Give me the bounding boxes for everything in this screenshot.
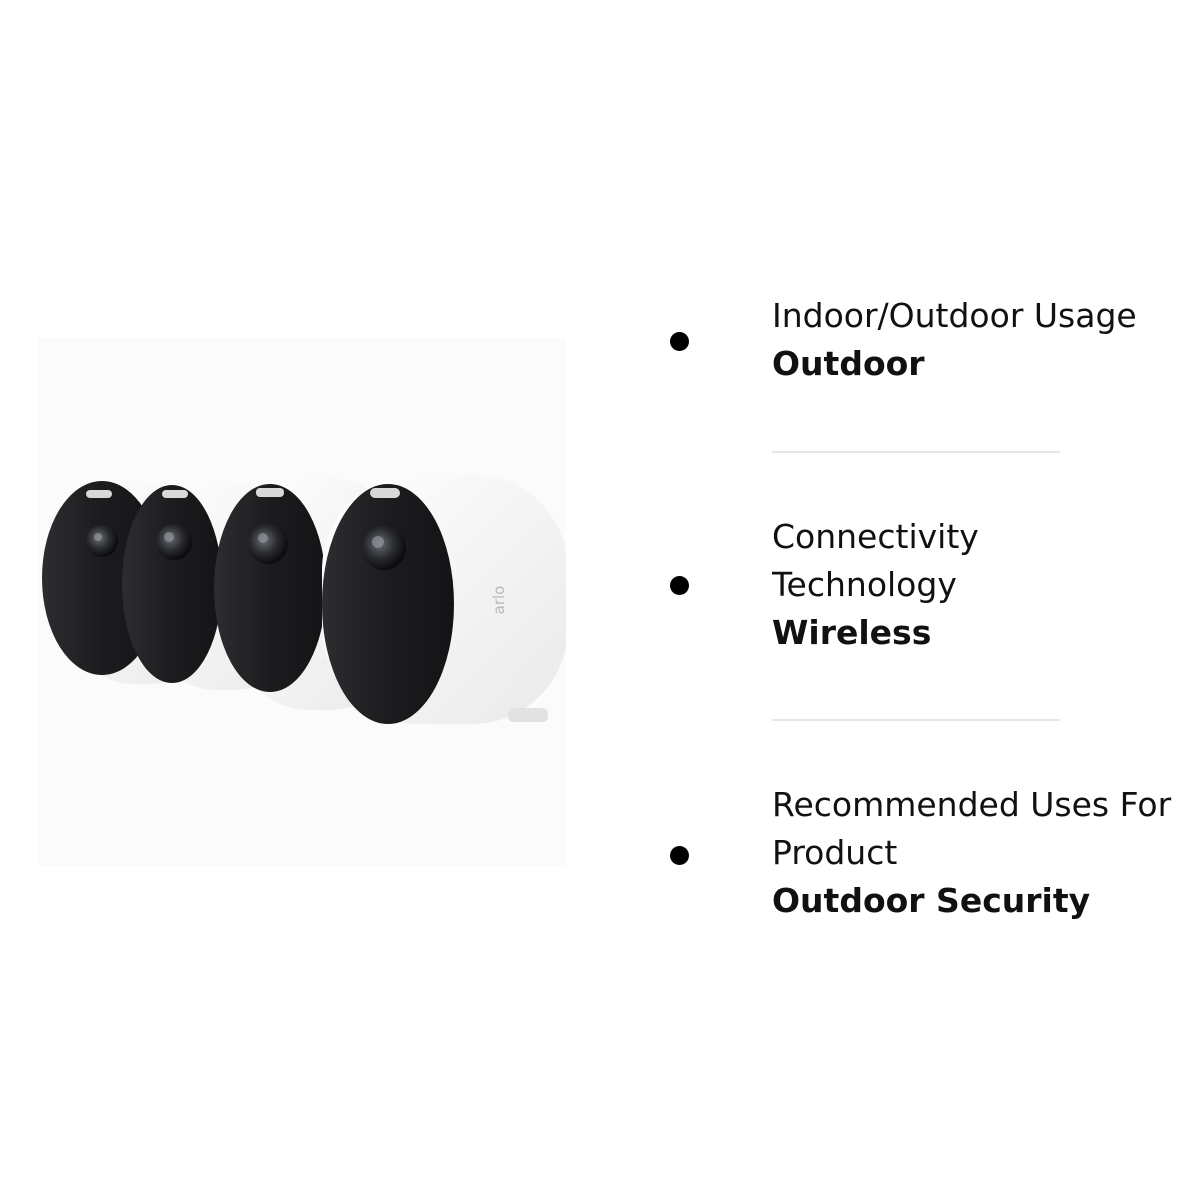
spec-item-connectivity: Connectivity Technology Wireless: [772, 513, 1012, 657]
spec-label: Connectivity Technology: [772, 517, 979, 604]
divider: [772, 451, 1060, 453]
spec-value: Outdoor Security: [772, 881, 1091, 920]
bullet-icon: [670, 846, 689, 865]
spec-label: Indoor/Outdoor Usage: [772, 296, 1137, 335]
spec-item-usage: Indoor/Outdoor Usage Outdoor: [772, 292, 1192, 388]
product-image: arlo: [38, 338, 566, 866]
brand-logo: arlo: [490, 586, 508, 615]
spec-item-uses: Recommended Uses For Product Outdoor Sec…: [772, 781, 1182, 925]
bullet-icon: [670, 332, 689, 351]
bullet-icon: [670, 576, 689, 595]
camera-4: arlo: [322, 474, 566, 724]
divider: [772, 719, 1060, 721]
spec-label: Recommended Uses For Product: [772, 785, 1172, 872]
spec-value: Wireless: [772, 613, 932, 652]
camera-group-illustration: arlo: [42, 474, 566, 724]
spec-value: Outdoor: [772, 344, 925, 383]
